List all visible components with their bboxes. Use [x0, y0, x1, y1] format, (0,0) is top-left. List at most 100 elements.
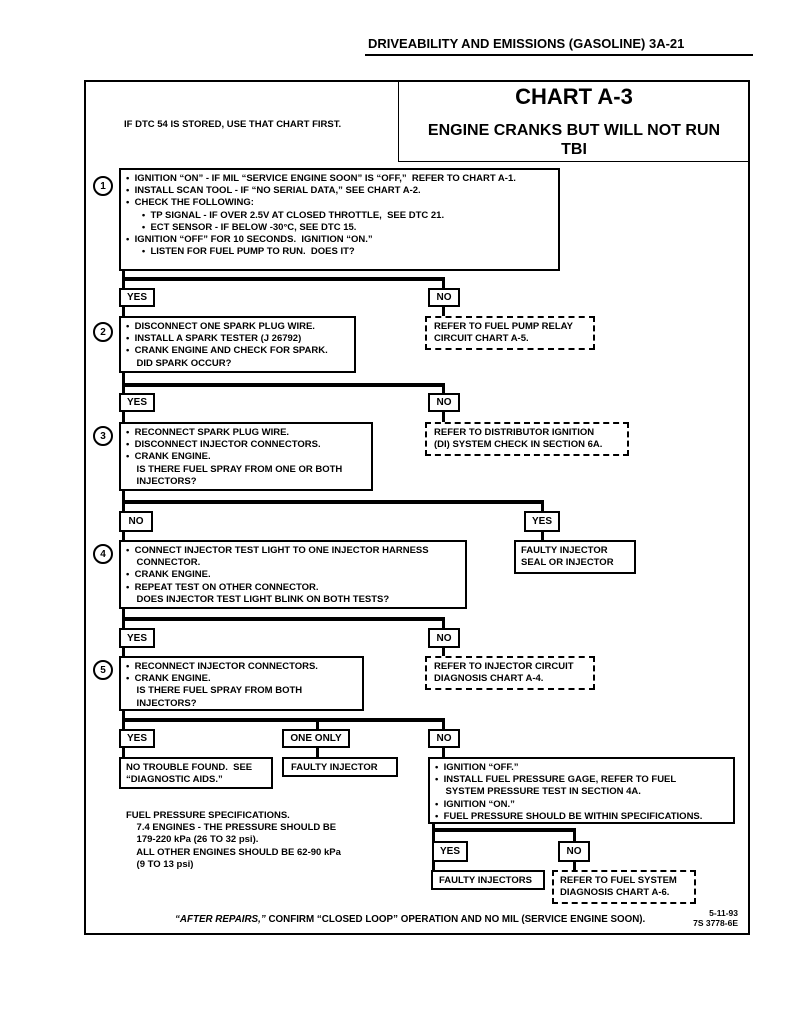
title-box — [398, 82, 750, 162]
step-number-2: 2 — [93, 322, 113, 342]
step3-line: • DISCONNECT INJECTOR CONNECTORS. — [126, 439, 321, 451]
ref-injector-circuit-line: REFER TO INJECTOR CIRCUIT — [434, 661, 574, 672]
step4-line: DOES INJECTOR TEST LIGHT BLINK ON BOTH T… — [126, 593, 390, 605]
step1-line: • IGNITION “OFF” FOR 10 SECONDS. IGNITIO… — [126, 234, 373, 246]
connector — [122, 383, 445, 387]
faulty-injector-box: FAULTY INJECTOR — [282, 757, 398, 777]
step3-line: • RECONNECT SPARK PLUG WIRE. — [126, 427, 290, 438]
fuel-specs: FUEL PRESSURE SPECIFICATIONS. 7.4 ENGINE… — [126, 810, 341, 871]
step1-line: • IGNITION “ON” - IF MIL “SERVICE ENGINE… — [126, 173, 516, 184]
step5-yes-label: YES — [119, 729, 155, 748]
after-repairs-note: “AFTER REPAIRS,” CONFIRM “CLOSED LOOP” O… — [175, 914, 645, 926]
connector — [541, 500, 544, 513]
step1-line: • CHECK THE FOLLOWING: — [126, 197, 254, 209]
chart-subtitle: ENGINE CRANKS BUT WILL NOT RUN TBI — [398, 121, 750, 159]
step-number-4: 4 — [93, 544, 113, 564]
faulty-injector-seal-line: SEAL OR INJECTOR — [521, 557, 614, 569]
ref-fuel-system-box: REFER TO FUEL SYSTEM DIAGNOSIS CHART A-6… — [552, 870, 696, 904]
step4-yes-label: YES — [119, 628, 155, 648]
connector — [122, 718, 445, 722]
connector — [122, 530, 125, 542]
connector — [442, 617, 445, 630]
step1-line: • LISTEN FOR FUEL PUMP TO RUN. DOES IT? — [126, 246, 355, 258]
connector — [442, 646, 445, 658]
connector — [442, 718, 445, 731]
step2-box: • DISCONNECT ONE SPARK PLUG WIRE. • INST… — [119, 316, 356, 373]
connector — [442, 383, 445, 395]
chart-title: CHART A-3 — [515, 84, 633, 109]
step4-no-label: NO — [428, 628, 460, 648]
no-trouble-box: NO TROUBLE FOUND. SEE “DIAGNOSTIC AIDS.” — [119, 757, 273, 789]
ref-fuel-system-line: DIAGNOSIS CHART A-6. — [560, 887, 670, 899]
step2-line: DID SPARK OCCUR? — [126, 357, 232, 369]
step2-line: • CRANK ENGINE AND CHECK FOR SPARK. — [126, 345, 328, 357]
step5-line: • CRANK ENGINE. — [126, 673, 211, 685]
step-number-1: 1 — [93, 176, 113, 196]
connector — [432, 823, 435, 843]
fuel-pressure-check-box: • IGNITION “OFF.” • INSTALL FUEL PRESSUR… — [428, 757, 735, 824]
step5-line: INJECTORS? — [126, 697, 197, 709]
ref-fuel-pump-line: REFER TO FUEL PUMP RELAY — [434, 321, 574, 332]
connector — [432, 828, 576, 832]
step1-yes-label: YES — [119, 288, 155, 307]
step2-no-label: NO — [428, 393, 460, 412]
step3-yes-label: YES — [524, 511, 560, 532]
after-repairs-emphasis: “AFTER REPAIRS,” — [175, 914, 266, 925]
faulty-injector-seal-box: FAULTY INJECTOR SEAL OR INJECTOR — [514, 540, 636, 574]
step2-yes-label: YES — [119, 393, 155, 412]
step3-line: INJECTORS? — [126, 475, 197, 487]
step2-line: • DISCONNECT ONE SPARK PLUG WIRE. — [126, 321, 315, 332]
fuel-specs-line: 7.4 ENGINES - THE PRESSURE SHOULD BE — [126, 822, 337, 834]
connector — [541, 530, 544, 542]
step-number-5: 5 — [93, 660, 113, 680]
fuel-specs-line: 179-220 kPa (26 TO 32 psi). — [126, 834, 259, 846]
step4-line: CONNECTOR. — [126, 557, 201, 569]
step1-line: • TP SIGNAL - IF OVER 2.5V AT CLOSED THR… — [126, 209, 445, 221]
header-rule — [365, 54, 753, 56]
step3-box: • RECONNECT SPARK PLUG WIRE. • DISCONNEC… — [119, 422, 373, 491]
step3-line: • CRANK ENGINE. — [126, 451, 211, 463]
fuel-specs-line: (9 TO 13 psi) — [126, 858, 194, 870]
chart-subtitle-line2: TBI — [561, 141, 587, 158]
step1-line: • INSTALL SCAN TOOL - IF “NO SERIAL DATA… — [126, 185, 421, 197]
step4-line: • CONNECT INJECTOR TEST LIGHT TO ONE INJ… — [126, 545, 429, 556]
ref-distributor-box: REFER TO DISTRIBUTOR IGNITION (DI) SYSTE… — [425, 422, 629, 456]
step5-line: IS THERE FUEL SPRAY FROM BOTH — [126, 685, 303, 697]
connector — [573, 860, 576, 872]
connector — [122, 617, 445, 621]
step2-line: • INSTALL A SPARK TESTER (J 26792) — [126, 333, 302, 345]
date-code-line: 7S 3778-6E — [693, 918, 738, 928]
fuel-specs-line: ALL OTHER ENGINES SHOULD BE 62-90 kPa — [126, 846, 341, 858]
connector — [442, 277, 445, 289]
step5-one-only-label: ONE ONLY — [282, 729, 350, 748]
chart-frame — [84, 80, 750, 935]
step6-yes-label: YES — [432, 841, 468, 862]
fuel-specs-line: FUEL PRESSURE SPECIFICATIONS. — [126, 810, 290, 821]
dtc-note: IF DTC 54 IS STORED, USE THAT CHART FIRS… — [124, 119, 342, 130]
faulty-injectors-label: FAULTY INJECTORS — [439, 875, 532, 886]
connector — [442, 411, 445, 425]
ref-fuel-pump-box: REFER TO FUEL PUMP RELAY CIRCUIT CHART A… — [425, 316, 595, 350]
date-code: 5-11-93 7S 3778-6E — [683, 908, 738, 928]
section-header: DRIVEABILITY AND EMISSIONS (GASOLINE) 3A… — [368, 36, 685, 51]
step1-line: • ECT SENSOR - IF BELOW -30°C, SEE DTC 1… — [126, 221, 357, 233]
step1-no-label: NO — [428, 288, 460, 307]
connector — [442, 305, 445, 317]
chart-subtitle-line1: ENGINE CRANKS BUT WILL NOT RUN — [427, 122, 721, 139]
fuel-pressure-check-line: SYSTEM PRESSURE TEST IN SECTION 4A. — [435, 786, 641, 798]
step4-line: • CRANK ENGINE. — [126, 569, 211, 581]
ref-fuel-pump-line: CIRCUIT CHART A-5. — [434, 333, 529, 345]
faulty-injectors-box: FAULTY INJECTORS — [431, 870, 545, 890]
date-code-line: 5-11-93 — [709, 908, 738, 918]
ref-distributor-line: REFER TO DISTRIBUTOR IGNITION — [434, 427, 595, 438]
connector — [316, 746, 319, 758]
step3-no-label: NO — [119, 511, 153, 532]
fuel-pressure-check-line: • FUEL PRESSURE SHOULD BE WITHIN SPECIFI… — [435, 810, 703, 822]
connector — [122, 277, 445, 281]
faulty-injector-label: FAULTY INJECTOR — [291, 762, 378, 773]
ref-distributor-line: (DI) SYSTEM CHECK IN SECTION 6A. — [434, 439, 603, 451]
ref-injector-circuit-box: REFER TO INJECTOR CIRCUIT DIAGNOSIS CHAR… — [425, 656, 595, 690]
faulty-injector-seal-line: FAULTY INJECTOR — [521, 545, 608, 556]
connector — [122, 646, 125, 658]
no-trouble-line: “DIAGNOSTIC AIDS.” — [126, 774, 223, 786]
